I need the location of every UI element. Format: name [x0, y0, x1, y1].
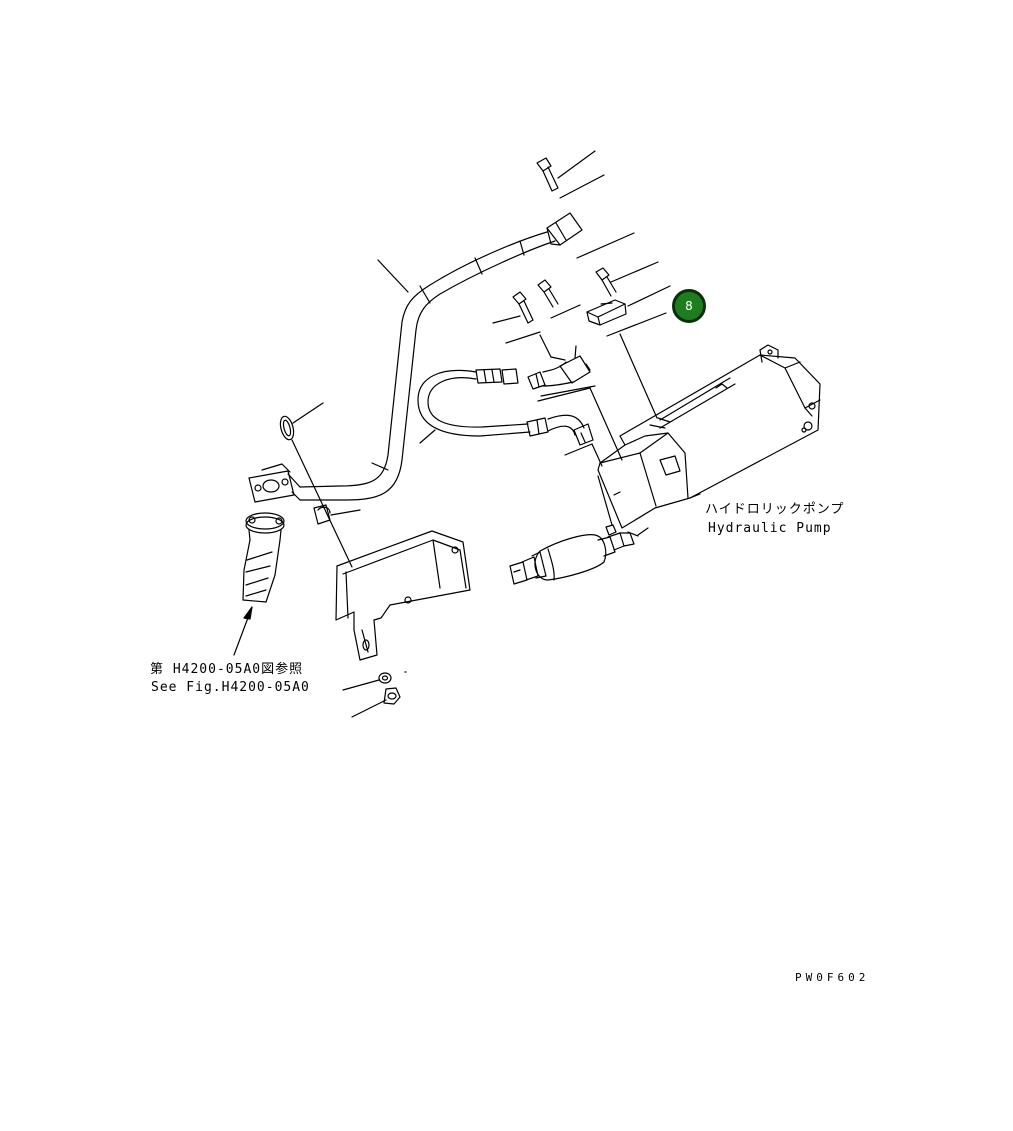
leader-line	[292, 402, 324, 424]
leader-line	[637, 527, 649, 536]
lower-flange-hose	[242, 512, 285, 603]
hydraulic-hose	[417, 368, 594, 446]
leader-line	[627, 285, 671, 307]
washer	[378, 672, 392, 684]
pipe-clamp-middle	[313, 504, 331, 525]
leader-line	[492, 315, 521, 324]
leader-line	[377, 259, 409, 293]
leader-line	[597, 475, 613, 526]
bolt-middle	[537, 279, 559, 308]
leader-line	[559, 174, 605, 199]
leader-line	[589, 387, 623, 461]
flange-fitting	[248, 463, 301, 503]
leader-line	[564, 443, 593, 456]
hydraulic-pump	[597, 344, 821, 529]
leader-line	[557, 150, 596, 179]
split-flange	[586, 299, 627, 326]
bolt-left	[512, 291, 534, 324]
leader-line	[419, 429, 436, 444]
leader-line	[606, 312, 667, 337]
pipe-clamp-top	[546, 212, 583, 246]
leader-line	[550, 304, 581, 319]
nut	[383, 687, 401, 705]
leader-line	[539, 334, 552, 358]
figure-code: PW0F602	[795, 971, 870, 984]
leader-line	[591, 443, 603, 467]
leader-line	[291, 439, 353, 568]
leader-line	[613, 491, 621, 496]
reference-arrow	[233, 606, 253, 656]
leader-line	[550, 356, 566, 361]
elbow-fitting	[527, 345, 591, 390]
bolt-right	[595, 267, 617, 297]
leader-line	[351, 699, 387, 718]
leader-line	[610, 261, 659, 283]
leader-line	[505, 331, 541, 344]
o-ring	[279, 415, 295, 441]
hydraulic-pump-label-en: Hydraulic Pump	[708, 521, 832, 536]
hydraulic-pump-label-jp: ハイドロリックポンプ	[705, 502, 845, 517]
callout-number: 8	[685, 299, 693, 313]
leader-line	[619, 333, 658, 419]
leader-line	[576, 232, 635, 259]
leader-line	[342, 679, 380, 691]
see-fig-label-en: See Fig.H4200-05A0	[151, 680, 310, 695]
leader-line	[537, 387, 591, 402]
leader-line	[540, 385, 596, 397]
see-fig-label-jp: 第 H4200-05A0図参照	[150, 662, 304, 677]
leader-line	[330, 509, 361, 516]
mounting-bracket	[335, 530, 471, 661]
top-bolt	[536, 157, 559, 192]
callout-8[interactable]: 8	[672, 289, 706, 323]
steel-pipe	[299, 231, 556, 501]
pressure-sensor	[509, 524, 639, 585]
